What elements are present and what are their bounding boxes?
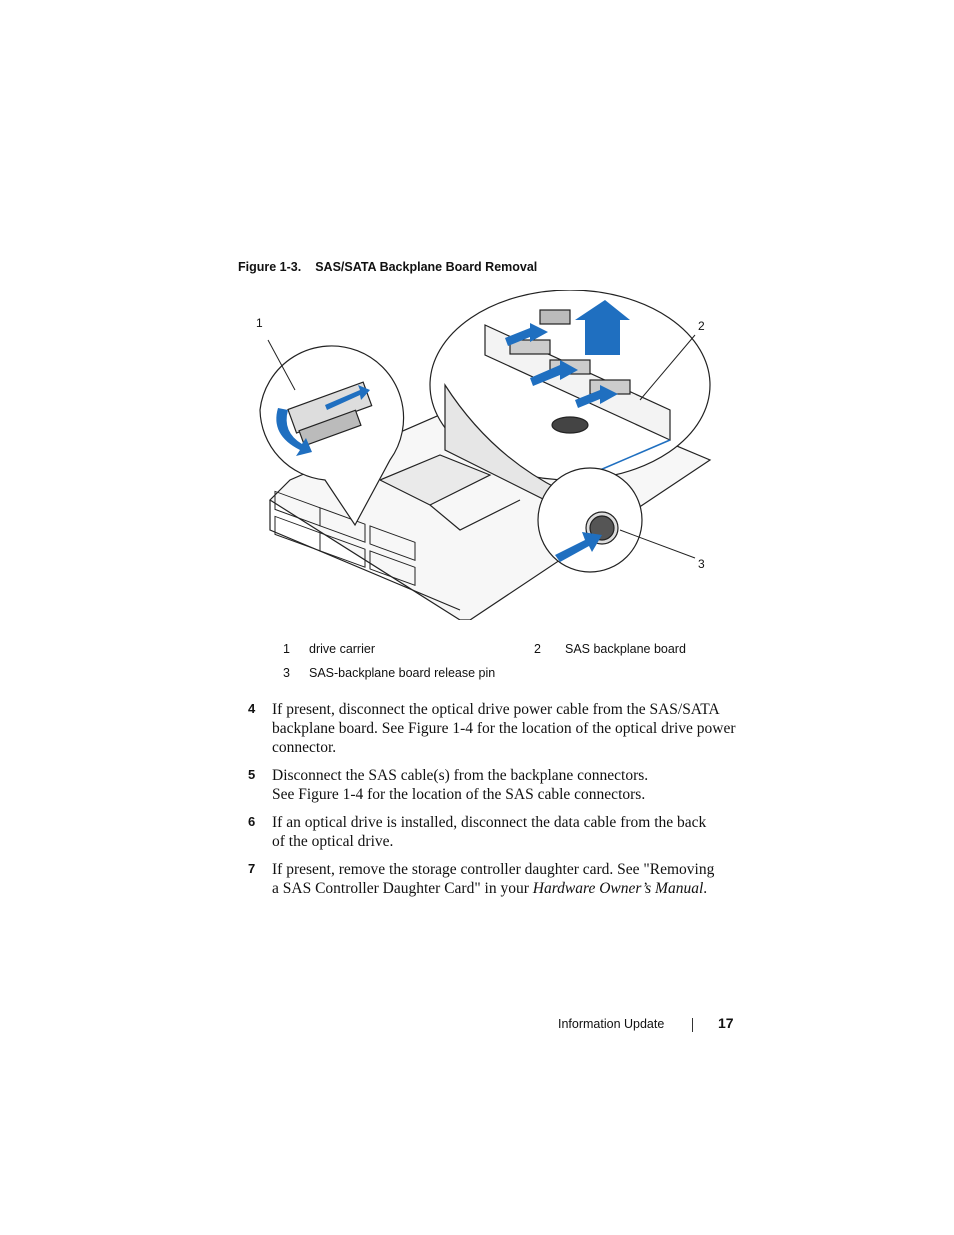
step-text-segment: a SAS Controller Daughter Card" in your [272, 880, 533, 897]
legend-num-1: 1 [283, 642, 290, 656]
drive-carrier-arrows [276, 385, 370, 456]
step-number: 7 [248, 861, 256, 876]
step-7: 7 If present, remove the storage control… [248, 860, 748, 898]
release-pin-arrow [555, 532, 602, 562]
figure-caption-title: SAS/SATA Backplane Board Removal [315, 260, 538, 274]
footer-divider [692, 1018, 693, 1032]
page-number: 17 [718, 1015, 734, 1031]
step-text-line: Disconnect the SAS cable(s) from the bac… [272, 767, 649, 784]
manual-title: Hardware Owner’s Manual [532, 880, 704, 897]
callout-1: 1 [256, 316, 263, 330]
legend-num-2: 2 [534, 642, 541, 656]
callout-2: 2 [698, 319, 705, 333]
backplane-removal-illustration: 1 2 3 [230, 289, 730, 621]
server-illustration-svg [259, 289, 712, 621]
legend-label-2: SAS backplane board [565, 642, 686, 656]
step-text-line: If an optical drive is installed, discon… [272, 814, 707, 831]
step-text-segment: . [703, 880, 708, 897]
step-text-line: a SAS Controller Daughter Card" in your … [272, 879, 748, 898]
step-text-line: See Figure 1-4 for the location of the S… [272, 786, 646, 803]
callout-3: 3 [698, 557, 705, 571]
step-number: 6 [248, 814, 256, 829]
callout-leaders [267, 334, 696, 559]
step-text-line: connector. [272, 739, 337, 756]
step-4: 4 If present, disconnect the optical dri… [248, 700, 748, 757]
step-text-line: of the optical drive. [272, 833, 394, 850]
release-pin-zoom [537, 467, 643, 573]
alignment-line [599, 439, 671, 471]
legend-label-3: SAS-backplane board release pin [309, 666, 496, 680]
step-number: 5 [248, 767, 256, 782]
step-text-line: backplane board. See Figure 1-4 for the … [272, 720, 736, 737]
step-text-line: If present, remove the storage controlle… [272, 861, 715, 878]
figure-caption-label: Figure 1-3. [238, 260, 302, 274]
legend-num-3: 3 [283, 666, 290, 680]
procedure-steps: 4 If present, disconnect the optical dri… [248, 700, 748, 907]
legend-label-1: drive carrier [309, 642, 375, 656]
figure-caption: Figure 1-3. SAS/SATA Backplane Board Remo… [238, 260, 537, 274]
step-5: 5 Disconnect the SAS cable(s) from the b… [248, 766, 748, 804]
step-number: 4 [248, 701, 256, 716]
backplane-arrows [505, 300, 630, 408]
drive-bays [274, 490, 416, 587]
step-text-line: If present, disconnect the optical drive… [272, 701, 720, 718]
footer-section-title: Information Update [558, 1017, 665, 1031]
step-6: 6 If an optical drive is installed, disc… [248, 813, 748, 851]
